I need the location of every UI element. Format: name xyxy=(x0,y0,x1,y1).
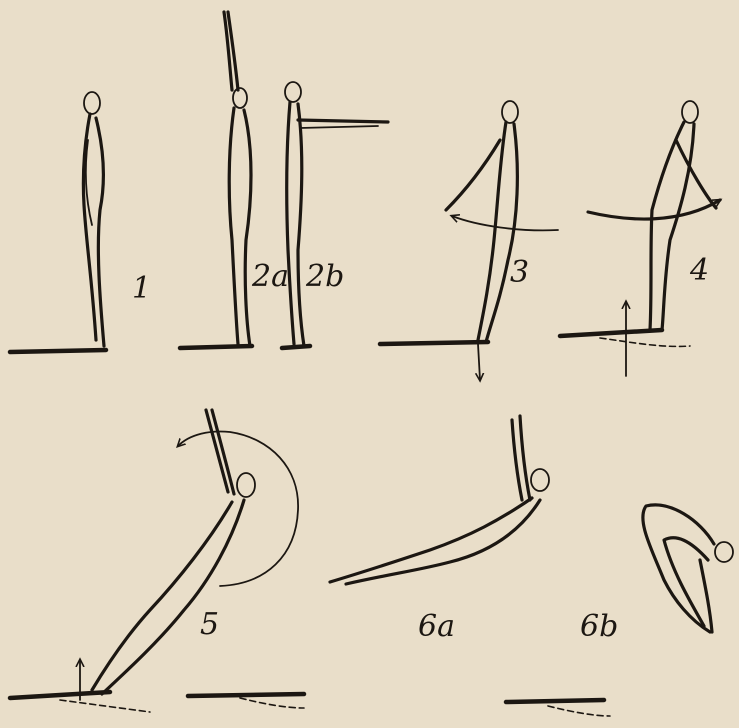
label-figure-4: 4 xyxy=(690,256,709,286)
figure-1-standing xyxy=(10,92,106,352)
board-6a xyxy=(188,694,304,696)
board-3 xyxy=(380,342,488,344)
label-figure-5: 5 xyxy=(200,610,219,640)
board-4 xyxy=(560,330,662,336)
label-figure-6b: 6b xyxy=(580,612,618,642)
label-figure-2a: 2a xyxy=(252,262,289,292)
label-figure-2b: 2b xyxy=(306,262,344,292)
figure-6b-pike xyxy=(506,505,733,716)
figure-2a-arms-raised xyxy=(180,12,252,348)
board-6b xyxy=(506,700,604,702)
board-1 xyxy=(10,350,106,352)
figure-6a-flight xyxy=(188,416,549,708)
figure-4-takeoff-preparation xyxy=(560,101,720,376)
label-figure-3: 3 xyxy=(510,258,529,288)
board-2b xyxy=(282,346,310,348)
label-figure-1: 1 xyxy=(132,274,151,304)
board-5 xyxy=(10,692,110,698)
figure-5-takeoff xyxy=(10,410,298,712)
figure-3-arm-swing xyxy=(380,101,558,380)
board-2a xyxy=(180,346,252,348)
label-figure-6a: 6a xyxy=(418,612,455,642)
figure-2b-arms-forward xyxy=(282,82,388,348)
